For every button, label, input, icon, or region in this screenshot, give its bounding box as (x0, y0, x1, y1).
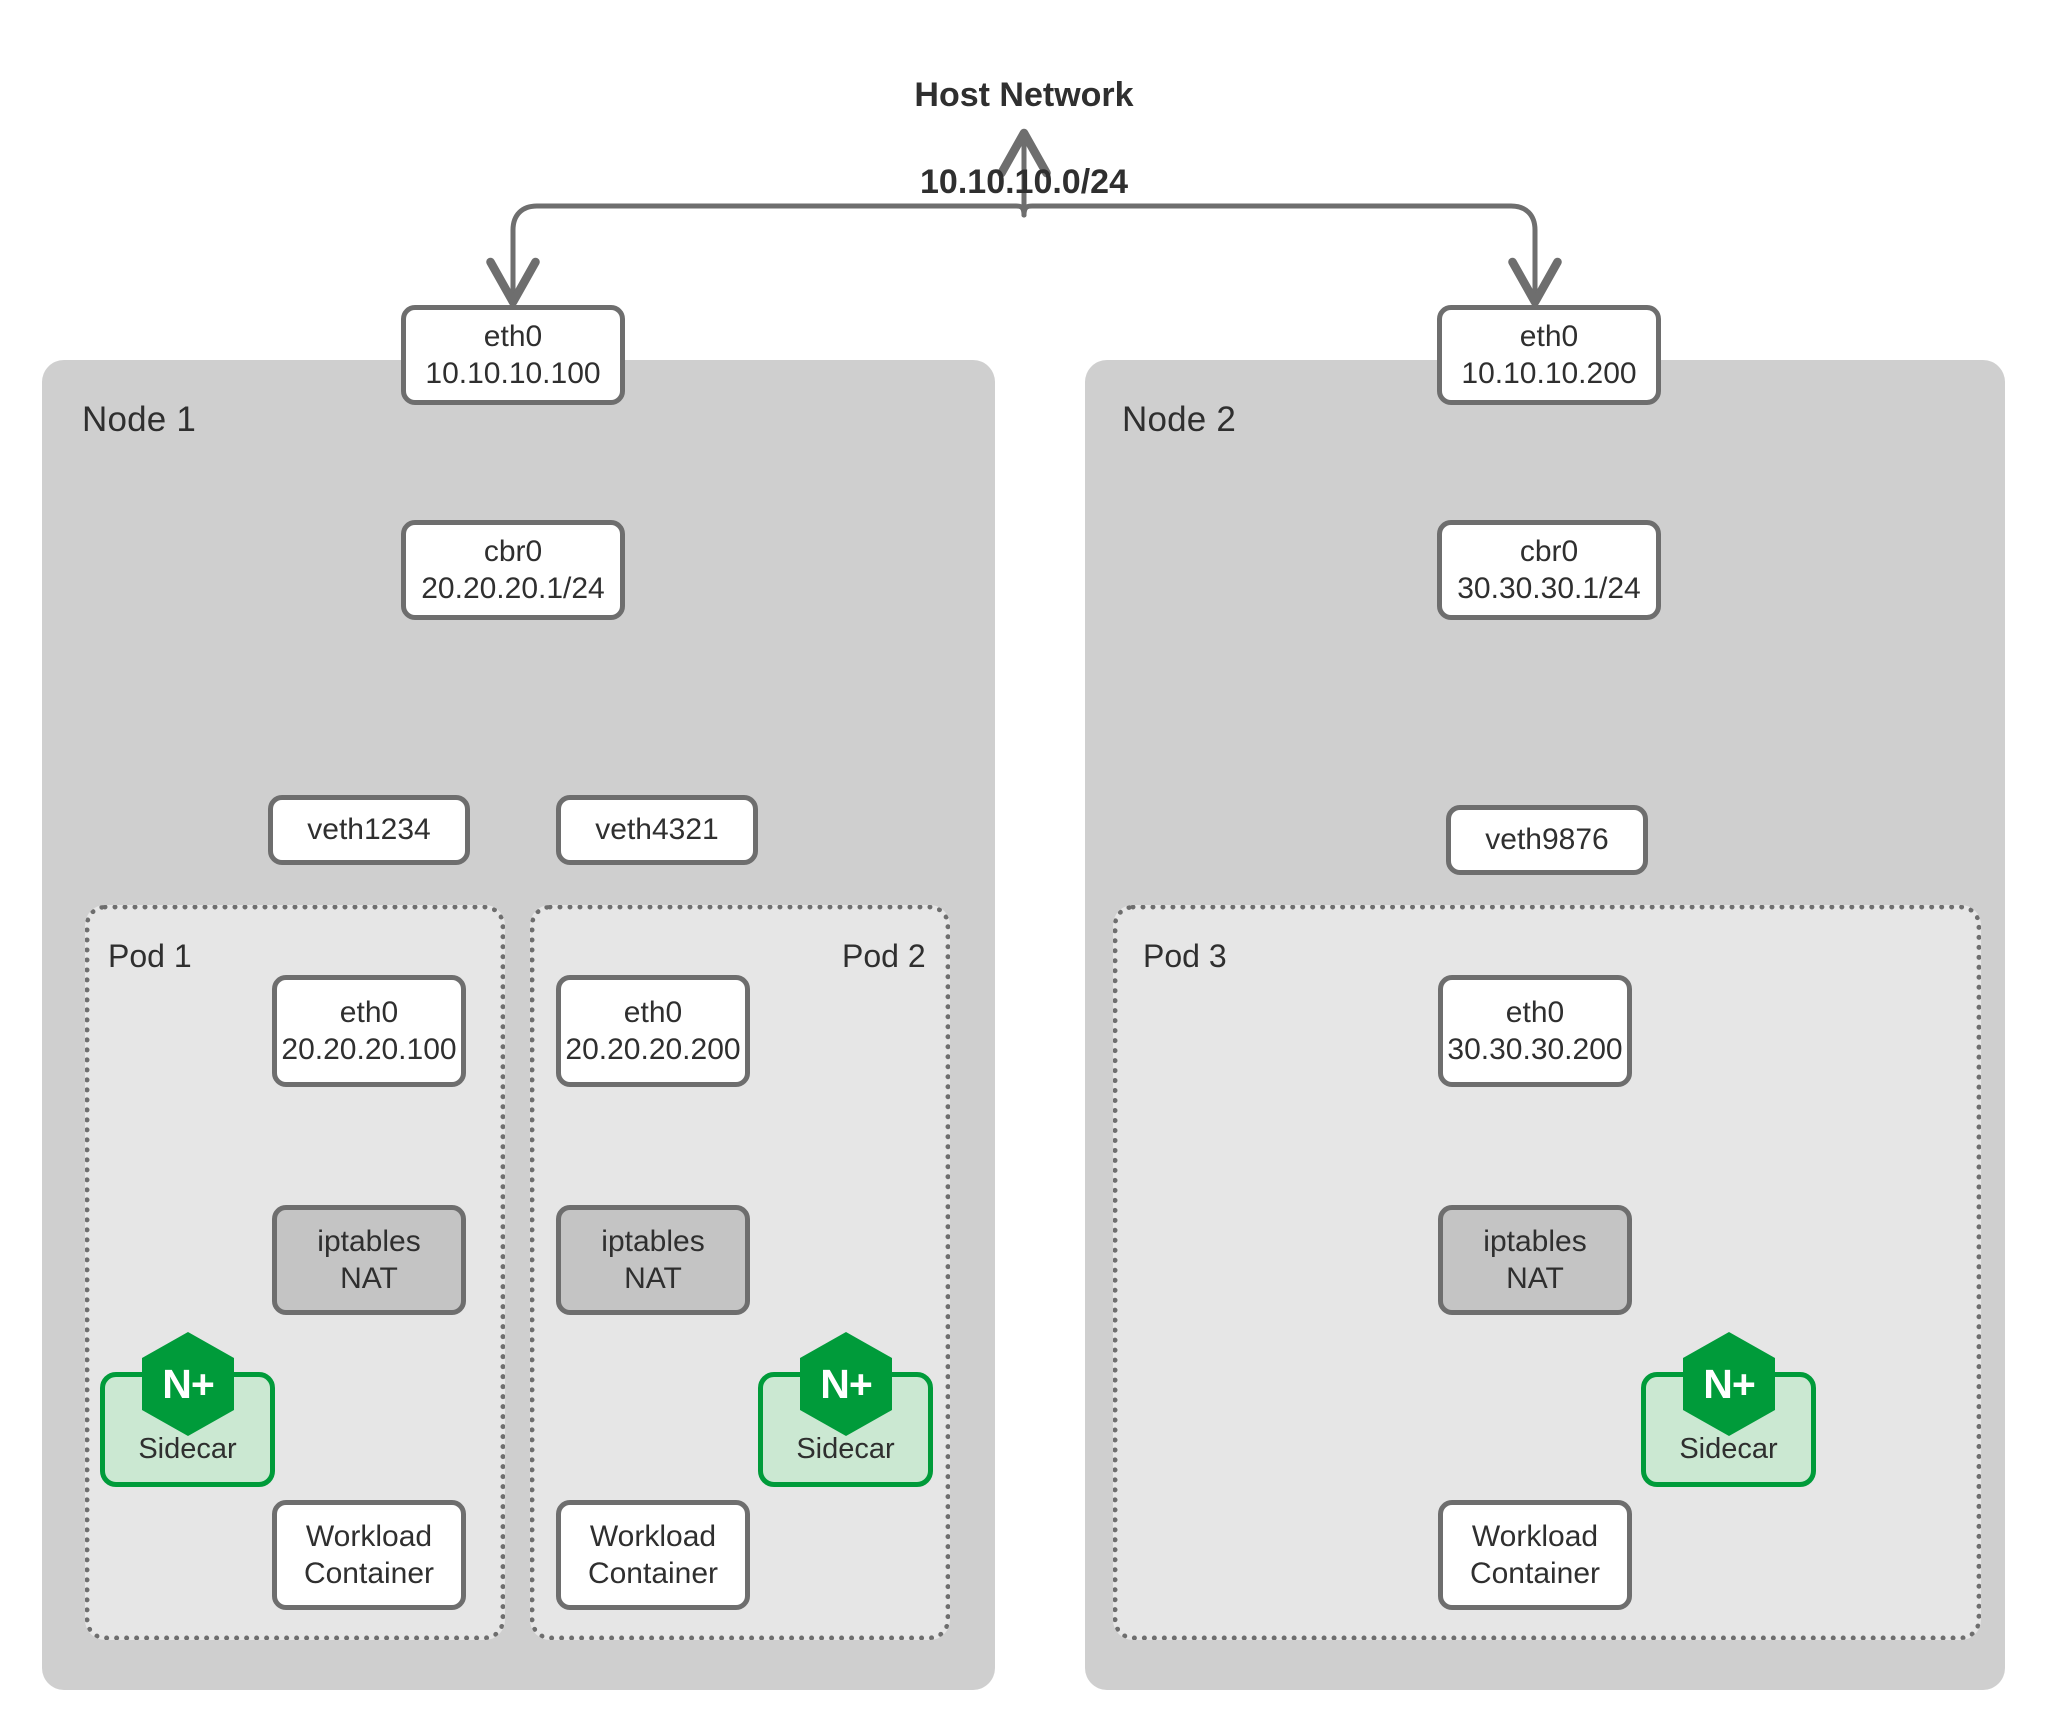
node-label-node1: Node 1 (82, 400, 197, 439)
pod1-nginx-plus-text: N+ (162, 1360, 215, 1407)
pod3-nginx-plus-icon: N+ (1683, 1332, 1775, 1436)
pod1-nginx-plus-icon: N+ (142, 1332, 234, 1436)
pod3-iptables-line1: iptables (1483, 1224, 1587, 1258)
pod3-sidecar-label: Sidecar (1679, 1433, 1778, 1465)
wire-host-right (1021, 203, 1538, 281)
pod1-eth0-box[interactable]: eth0 20.20.20.100 (272, 975, 466, 1087)
node1-eth0-name: eth0 (483, 319, 543, 353)
pod3-eth0-box[interactable]: eth0 30.30.30.200 (1438, 975, 1632, 1087)
pod-label-pod1: Pod 1 (108, 938, 192, 974)
node1-cbr0-name: cbr0 (483, 534, 543, 568)
node2-veth9876-box[interactable]: veth9876 (1446, 805, 1648, 875)
pod3-workload-line1: Workload (1471, 1519, 1599, 1553)
host-network-label: Host Network (914, 75, 1134, 114)
pod2-workload-line2: Container (587, 1557, 719, 1590)
pod3-iptables-line2: NAT (1506, 1262, 1564, 1295)
pod3-nginx-plus-text: N+ (1703, 1360, 1756, 1407)
node2-cbr0-name: cbr0 (1519, 534, 1579, 568)
node1-eth0-ip: 10.10.10.100 (425, 357, 601, 390)
node2-cbr0-box[interactable]: cbr0 30.30.30.1/24 (1437, 520, 1661, 620)
pod2-nginx-plus-icon: N+ (800, 1332, 892, 1436)
pod2-iptables-line1: iptables (601, 1224, 705, 1258)
pod2-iptables-line2: NAT (624, 1262, 682, 1295)
node2-veth9876-label: veth9876 (1485, 823, 1609, 857)
node1-veth4321-box[interactable]: veth4321 (556, 795, 758, 865)
pod1-iptables-line1: iptables (317, 1224, 421, 1258)
host-network-header: Host Network 10.10.10.0/24 (824, 30, 1224, 248)
node2-eth0-box[interactable]: eth0 10.10.10.200 (1437, 305, 1661, 405)
pod2-sidecar-label: Sidecar (796, 1433, 895, 1465)
node2-cbr0-ip: 30.30.30.1/24 (1457, 572, 1641, 605)
node2-eth0-ip: 10.10.10.200 (1461, 357, 1637, 390)
pod2-workload-container-box[interactable]: Workload Container (556, 1500, 750, 1610)
pod2-workload-line1: Workload (589, 1519, 717, 1553)
node1-veth1234-box[interactable]: veth1234 (268, 795, 470, 865)
pod3-iptables-nat-box[interactable]: iptables NAT (1438, 1205, 1632, 1315)
node2-eth0-name: eth0 (1519, 319, 1579, 353)
pod2-eth0-name: eth0 (623, 995, 683, 1029)
pod2-nginx-plus-text: N+ (820, 1360, 873, 1407)
pod1-iptables-line2: NAT (340, 1262, 398, 1295)
host-network-cidr: 10.10.10.0/24 (920, 162, 1128, 201)
node1-veth1234-label: veth1234 (307, 813, 431, 847)
pod2-eth0-ip: 20.20.20.200 (565, 1033, 741, 1066)
pod1-workload-line2: Container (303, 1557, 435, 1590)
pod3-workload-line2: Container (1469, 1557, 1601, 1590)
node-label-node2: Node 2 (1122, 400, 1237, 439)
pod1-workload-container-box[interactable]: Workload Container (272, 1500, 466, 1610)
wire-host-left (510, 203, 1027, 281)
pod2-iptables-nat-box[interactable]: iptables NAT (556, 1205, 750, 1315)
node1-veth4321-label: veth4321 (595, 813, 719, 847)
node1-cbr0-box[interactable]: cbr0 20.20.20.1/24 (401, 520, 625, 620)
pod3-workload-container-box[interactable]: Workload Container (1438, 1500, 1632, 1610)
pod-label-pod3: Pod 3 (1143, 938, 1227, 974)
pod1-workload-line1: Workload (305, 1519, 433, 1553)
pod1-sidecar-label: Sidecar (138, 1433, 237, 1465)
pod2-eth0-box[interactable]: eth0 20.20.20.200 (556, 975, 750, 1087)
pod1-eth0-name: eth0 (339, 995, 399, 1029)
node1-eth0-box[interactable]: eth0 10.10.10.100 (401, 305, 625, 405)
pod3-eth0-ip: 30.30.30.200 (1447, 1033, 1623, 1066)
node1-cbr0-ip: 20.20.20.1/24 (421, 572, 605, 605)
pod3-eth0-name: eth0 (1505, 995, 1565, 1029)
pod1-iptables-nat-box[interactable]: iptables NAT (272, 1205, 466, 1315)
pod-label-pod2: Pod 2 (842, 938, 926, 974)
pod1-eth0-ip: 20.20.20.100 (281, 1033, 457, 1066)
